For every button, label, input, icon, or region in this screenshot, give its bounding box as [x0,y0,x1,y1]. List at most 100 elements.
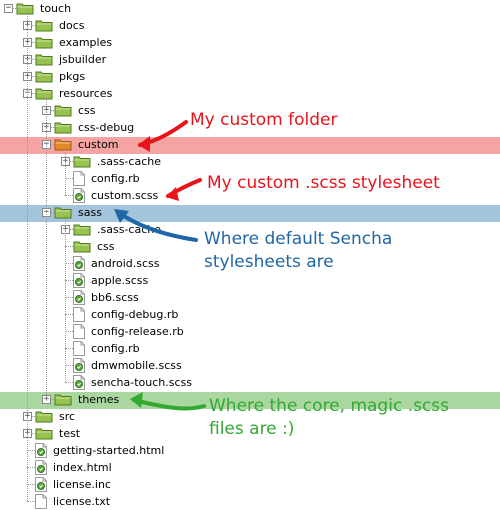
tree-folder-item[interactable]: resources [35,85,112,102]
tree-guide-line [65,297,73,298]
tree-guide-line [65,148,66,195]
tree-guide-line [27,450,35,451]
tree-file-item[interactable]: custom.scss [73,187,158,204]
custom-row-highlight [0,137,500,154]
tree-item-label: android.scss [91,257,160,270]
tree-guide-line [65,365,73,366]
tree-item-label: pkgs [59,70,86,83]
tree-guide-line [27,12,28,501]
file-icon [73,324,85,339]
tree-folder-item[interactable]: css-debug [54,119,134,136]
tree-item-label: css [97,240,115,253]
tree-folder-item[interactable]: .sass-cache [73,221,161,238]
tree-guide-line [27,484,35,485]
tree-folder-item[interactable]: docs [35,17,85,34]
tree-folder-item[interactable]: sass [54,204,102,221]
stylesheet-file-icon [73,256,85,271]
stylesheet-file-icon [35,477,47,492]
folder-icon [54,121,72,134]
tree-item-label: config.rb [91,172,140,185]
folder-icon [54,138,72,151]
stylesheet-file-icon [35,443,47,458]
tree-guide-line [65,178,73,179]
tree-item-label: getting-started.html [53,444,165,457]
stylesheet-file-icon [73,290,85,305]
tree-item-label: resources [59,87,113,100]
folder-icon [35,410,53,423]
tree-item-label: sencha-touch.scss [91,376,192,389]
tree-folder-item[interactable]: custom [54,136,119,153]
tree-item-label: src [59,410,76,423]
stylesheet-file-icon [73,375,85,390]
annotation-custom-folder: My custom folder [190,110,338,130]
folder-icon [16,2,34,15]
tree-file-item[interactable]: getting-started.html [35,442,164,459]
folder-icon [73,240,91,253]
tree-file-item[interactable]: license.inc [35,476,111,493]
tree-item-label: index.html [53,461,112,474]
folder-icon [35,36,53,49]
tree-item-label: config.rb [91,342,140,355]
folder-icon [73,155,91,168]
tree-item-label: dmwmobile.scss [91,359,182,372]
tree-folder-item[interactable]: .sass-cache [73,153,161,170]
annotation-default-line1: Where default Sencha [204,229,393,249]
folder-icon [73,223,91,236]
tree-guide-line [46,97,47,399]
stylesheet-file-icon [73,188,85,203]
tree-folder-item[interactable]: src [35,408,75,425]
tree-file-item[interactable]: config.rb [73,340,140,357]
tree-guide-line [65,382,73,383]
tree-guide-line [65,348,73,349]
tree-file-item[interactable]: dmwmobile.scss [73,357,182,374]
tree-item-label: css [78,104,96,117]
tree-item-label: .sass-cache [97,223,161,236]
file-icon [73,171,85,186]
folder-icon [35,427,53,440]
annotation-custom-stylesheet: My custom .scss stylesheet [207,173,440,193]
tree-file-item[interactable]: apple.scss [73,272,148,289]
tree-folder-item[interactable]: touch [16,0,71,17]
folder-icon [35,53,53,66]
tree-file-item[interactable]: config-release.rb [73,323,184,340]
tree-item-label: jsbuilder [59,53,107,66]
folder-icon [54,104,72,117]
stylesheet-file-icon [35,460,47,475]
folder-icon [35,19,53,32]
tree-file-item[interactable]: index.html [35,459,112,476]
collapse-toggle-icon[interactable]: − [4,3,13,13]
tree-item-label: css-debug [78,121,135,134]
tree-item-label: docs [59,19,85,32]
tree-file-item[interactable]: config-debug.rb [73,306,178,323]
tree-folder-item[interactable]: examples [35,34,112,51]
themes-row-highlight [0,392,500,409]
tree-folder-item[interactable]: themes [54,391,119,408]
stylesheet-file-icon [73,358,85,373]
tree-file-item[interactable]: config.rb [73,170,140,187]
tree-folder-item[interactable]: jsbuilder [35,51,106,68]
tree-folder-item[interactable]: css [54,102,96,119]
tree-guide-line [65,246,73,247]
tree-item-label: custom.scss [91,189,159,202]
tree-folder-item[interactable]: pkgs [35,68,85,85]
tree-item-label: examples [59,36,113,49]
tree-guide-line [65,331,73,332]
tree-file-item[interactable]: sencha-touch.scss [73,374,192,391]
tree-file-item[interactable]: bb6.scss [73,289,139,306]
tree-item-label: sass [78,206,102,219]
tree-item-label: touch [40,2,72,15]
tree-folder-item[interactable]: css [73,238,115,255]
tree-folder-item[interactable]: test [35,425,80,442]
tree-item-label: license.txt [53,495,111,508]
annotation-core-line1: Where the core, magic .scss [209,396,450,416]
annotation-core-line2: files are :) [209,419,295,439]
folder-icon [54,393,72,406]
tree-file-item[interactable]: license.txt [35,493,110,510]
folder-icon [35,87,53,100]
file-icon [35,494,47,509]
tree-file-item[interactable]: android.scss [73,255,159,272]
tree-guide-line [27,501,35,502]
tree-item-label: license.inc [53,478,111,491]
tree-guide-line [65,280,73,281]
tree-guide-line [27,467,35,468]
